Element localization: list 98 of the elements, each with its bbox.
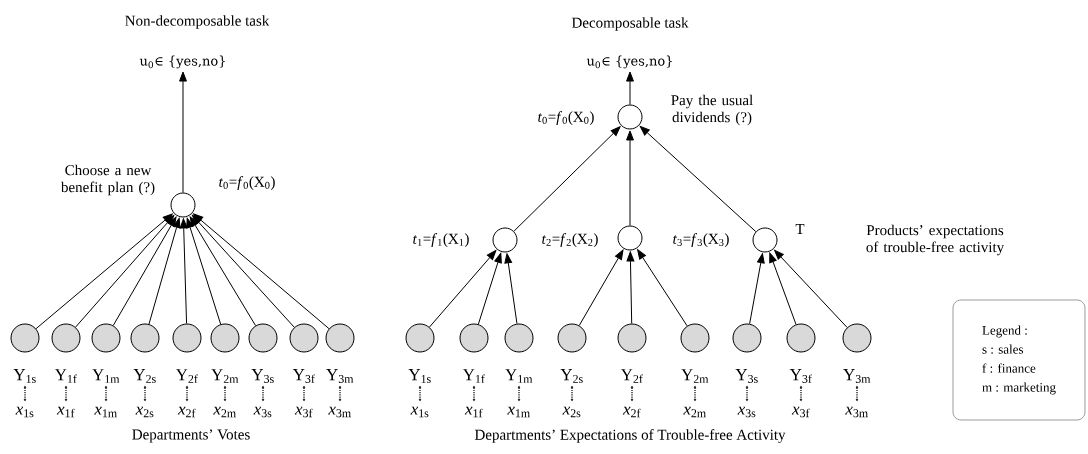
variable-circle [289, 323, 319, 353]
variable-label: x$_{1f}$ [464, 406, 483, 418]
variable-label: x$_{3m}$ [328, 406, 351, 418]
variable-label: x$_{1m}$ [94, 406, 117, 418]
variable-label: Y$_{1m}$ [505, 369, 533, 383]
variable-circle [459, 323, 489, 353]
arrow [774, 249, 848, 328]
arrow [148, 217, 181, 325]
node-label: t$_{2}$=f$_{2}$(X$_{2}$) [542, 233, 598, 247]
variable-label: x$_{3f}$ [294, 406, 313, 418]
arrow [504, 253, 518, 325]
variable-circle [172, 323, 202, 353]
caption: Departments’ Expectations of Trouble-free Activity [474, 429, 786, 443]
decision-node [617, 225, 643, 251]
arrow [186, 217, 222, 325]
variable-label: Y$_{1m}$ [92, 369, 120, 383]
decision-node [617, 104, 643, 130]
variable-circle [617, 323, 647, 353]
arrow [578, 249, 624, 326]
variable-label: x$_{3s}$ [253, 406, 272, 418]
variable-circle [786, 323, 816, 353]
variable-label: x$_{3s}$ [737, 406, 756, 418]
node-label: Pay the usual dividends (?) [671, 94, 753, 126]
caption: Departments’ Votes [132, 429, 250, 443]
variable-label: Y$_{2s}$ [560, 369, 583, 383]
variable-circle [91, 323, 121, 353]
arrow [75, 215, 175, 328]
arrow [637, 249, 688, 327]
variable-label: Y$_{2m}$ [681, 369, 709, 383]
arrow [639, 125, 757, 233]
variable-circle [504, 323, 534, 353]
node-label: t$_{3}$=f$_{3}$(X$_{3}$) [673, 233, 729, 247]
variable-label: x$_{2f}$ [622, 406, 641, 418]
arrow [112, 216, 177, 326]
variable-label: Y$_{3f}$ [292, 369, 315, 383]
variable-label: Y$_{2s}$ [133, 369, 156, 383]
annotation: Products’ expectations of trouble-free activity [866, 224, 1005, 256]
variable-label: x$_{1m}$ [507, 406, 530, 418]
arrow [769, 252, 797, 325]
variable-label: Y$_{1f}$ [54, 369, 77, 383]
variable-label: Y$_{3m}$ [843, 369, 871, 383]
variable-circle [557, 323, 587, 353]
node-label: T [795, 224, 805, 234]
output-label: u$_{0}$∈ {yes,no} [586, 55, 672, 69]
variable-label: x$_{1s}$ [410, 406, 429, 418]
decision-node [170, 192, 196, 218]
arrow [193, 213, 330, 330]
arrow [189, 216, 257, 327]
variable-label: Y$_{1f}$ [462, 369, 485, 383]
variable-label: x$_{1f}$ [56, 406, 75, 418]
arrow [513, 126, 621, 232]
variable-circle [51, 323, 81, 353]
decision-node [752, 227, 778, 253]
node-label: Choose a new benefit plan (?) [60, 164, 155, 196]
variable-circle [130, 323, 160, 353]
variable-circle [732, 323, 762, 353]
variable-label: x$_{1s}$ [15, 406, 34, 418]
variable-circle [325, 323, 355, 353]
variable-label: Y$_{3f}$ [789, 369, 812, 383]
legend-box: Legend : s : sales f : finance m : marketing [952, 299, 1086, 421]
node-label: t$_{0}$=f$_{0}$(X$_{0}$) [219, 176, 275, 190]
node-label: t$_{0}$=f$_{0}$(X$_{0}$) [538, 111, 594, 125]
variable-label: x$_{2f}$ [177, 406, 196, 418]
variable-label: x$_{2m}$ [213, 406, 236, 418]
variable-circle [210, 323, 240, 353]
variable-label: Y$_{1s}$ [13, 369, 36, 383]
variable-label: x$_{3f}$ [791, 406, 810, 418]
heading: Decomposable task [571, 17, 689, 31]
variable-label: x$_{3m}$ [845, 406, 868, 418]
variable-label: Y$_{3s}$ [735, 369, 758, 383]
output-label: u$_{0}$∈ {yes,no} [139, 55, 225, 69]
arrow [191, 214, 295, 328]
variable-label: Y$_{2f}$ [620, 369, 643, 383]
variable-circle [10, 323, 40, 353]
decision-node [492, 227, 518, 253]
variable-circle [248, 323, 278, 353]
node-label: t$_{1}$=f$_{1}$(X$_{1}$) [413, 233, 469, 247]
arrow [749, 253, 765, 325]
variable-label: Y$_{3m}$ [326, 369, 354, 383]
arrow [477, 252, 502, 325]
variable-label: Y$_{3s}$ [251, 369, 274, 383]
variable-label: x$_{2s}$ [135, 406, 154, 418]
arrow [179, 218, 188, 324]
arrow [429, 250, 497, 328]
variable-label: Y$_{1s}$ [408, 369, 431, 383]
variable-label: Y$_{2m}$ [211, 369, 239, 383]
arrow [179, 71, 187, 193]
variable-label: Y$_{2f}$ [175, 369, 198, 383]
variable-label: x$_{2s}$ [562, 406, 581, 418]
arrow [35, 213, 173, 330]
arrow [626, 251, 635, 324]
arrow [626, 130, 634, 226]
heading: Non-decomposable task [125, 15, 270, 29]
variable-label: x$_{2m}$ [683, 406, 706, 418]
variable-circle [680, 323, 710, 353]
arrow [626, 71, 634, 105]
variable-circle [405, 323, 435, 353]
variable-circle [842, 323, 872, 353]
